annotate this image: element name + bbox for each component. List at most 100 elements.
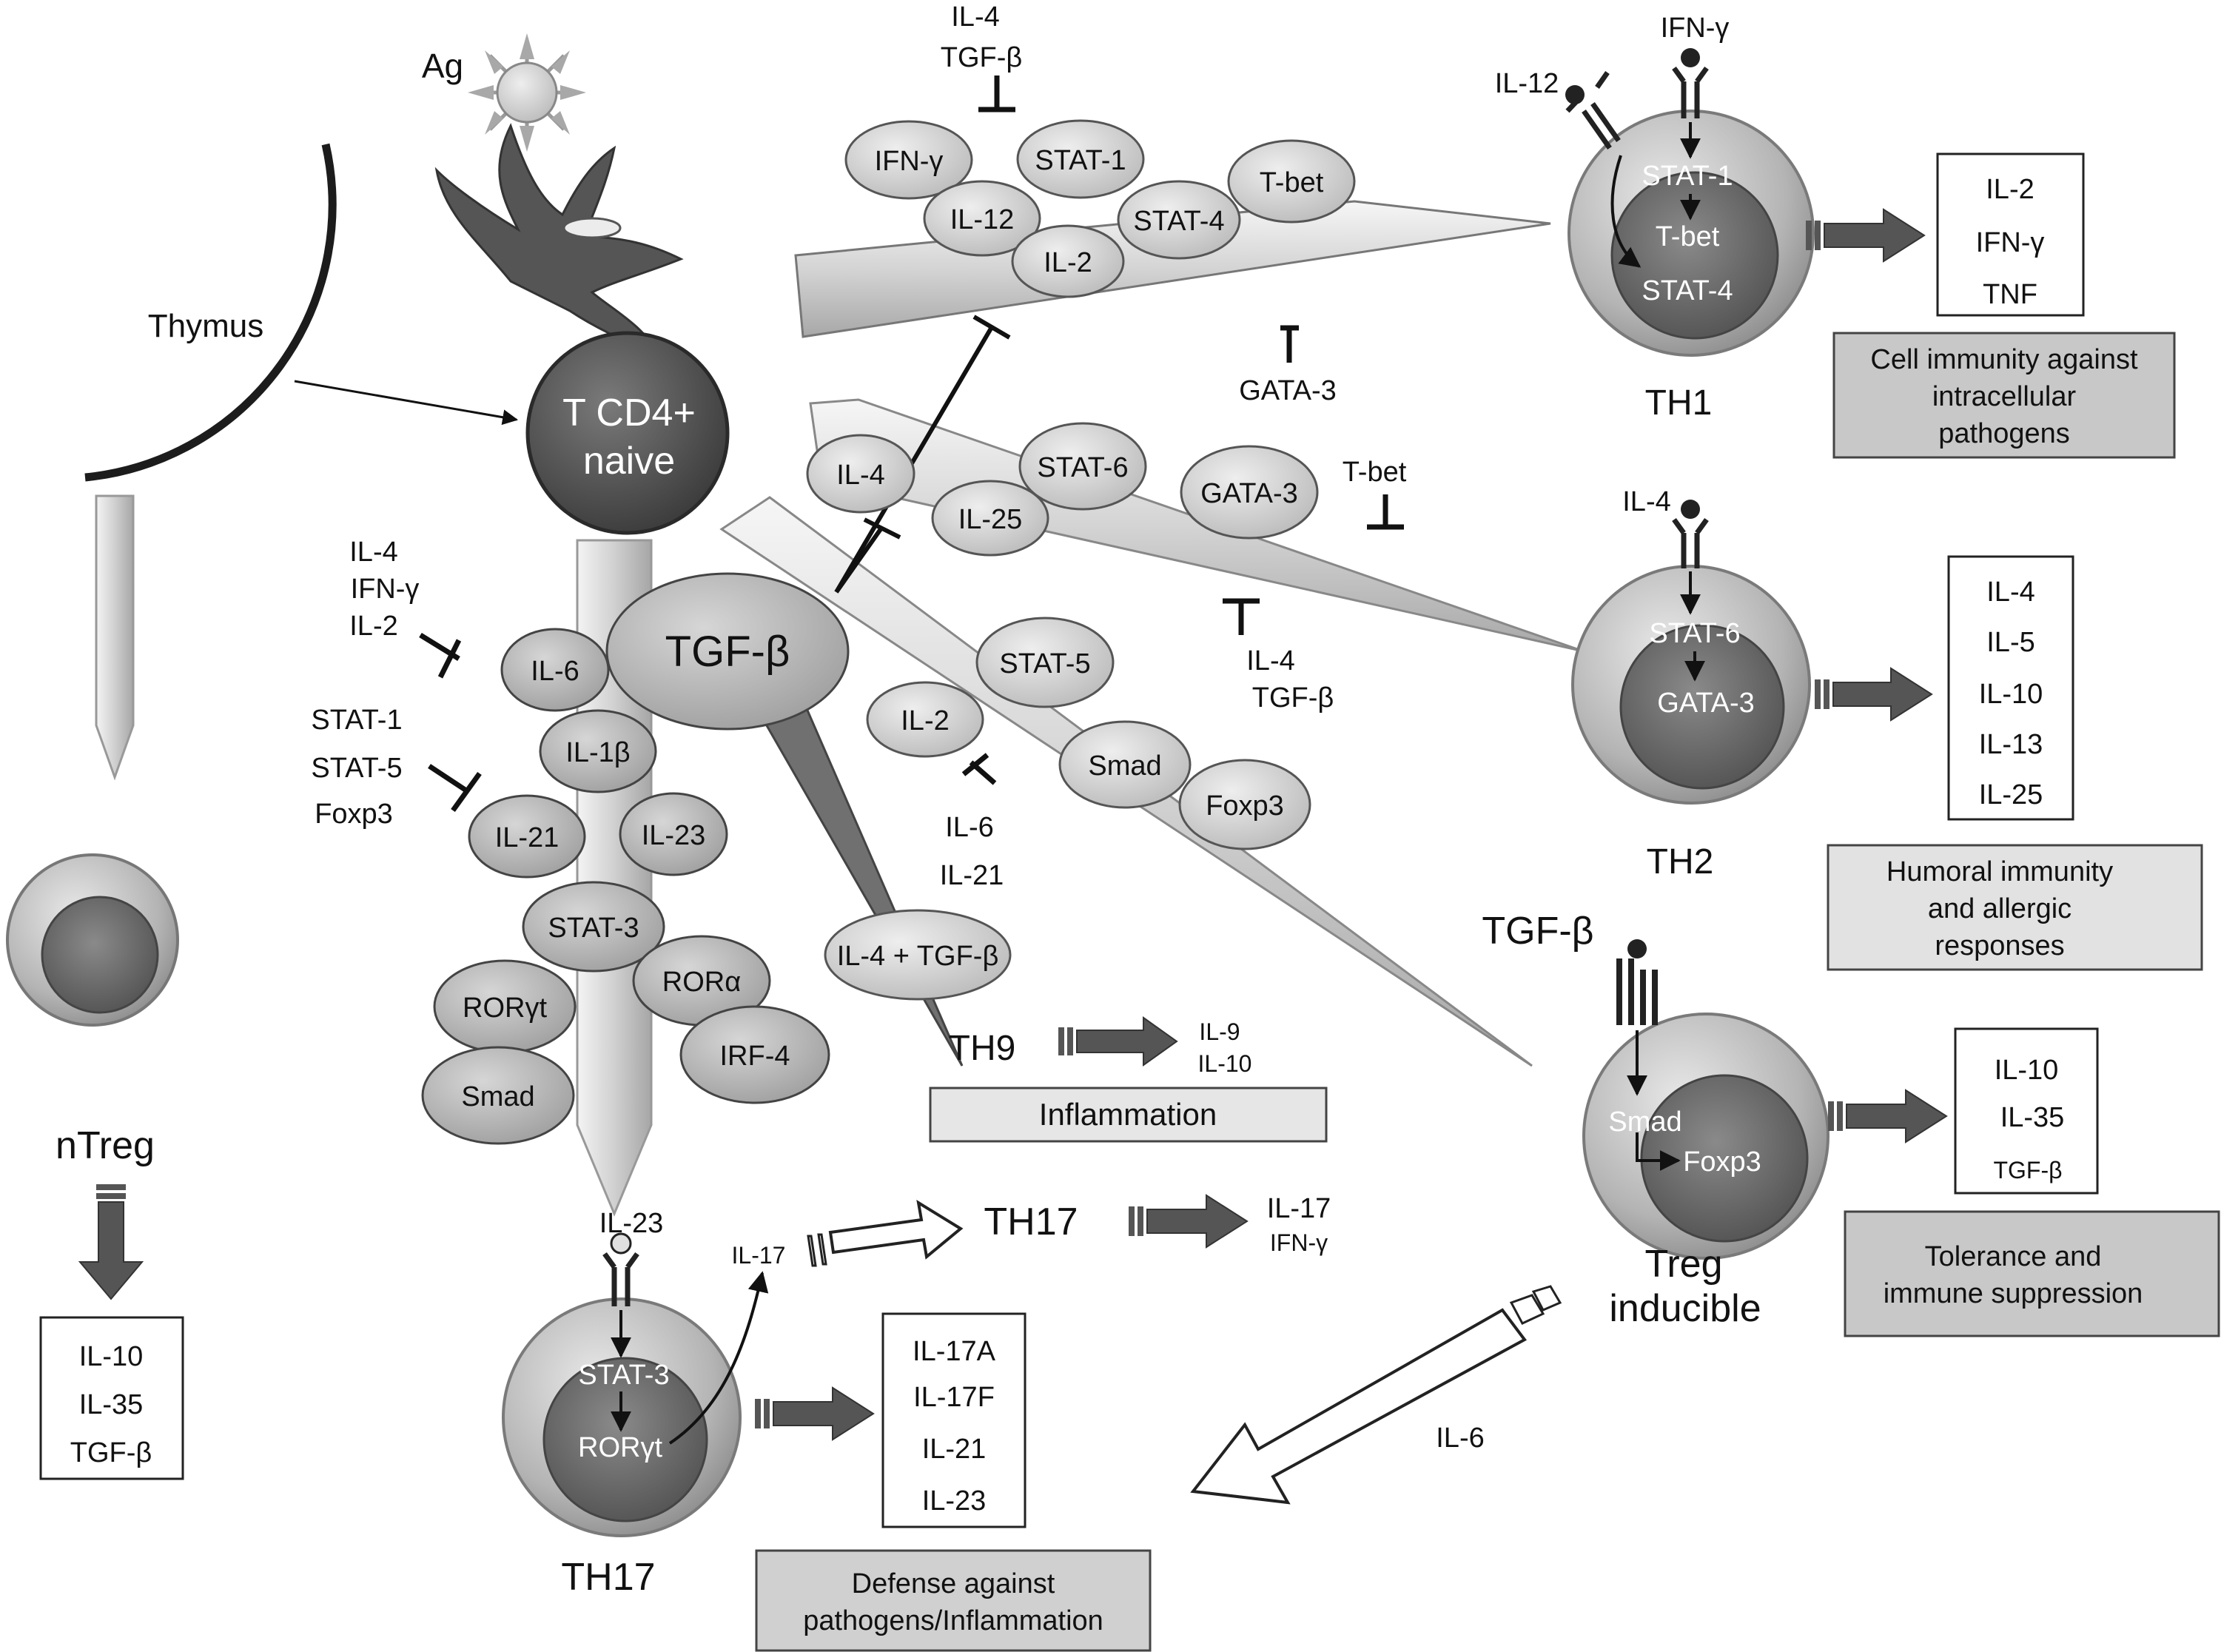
il23-receptor-icon <box>602 1252 639 1306</box>
treg-function-line: Tolerance and <box>1925 1241 2102 1272</box>
th17-product: IL-17A <box>913 1336 996 1367</box>
th2-inner-label: GATA-3 <box>1657 688 1755 719</box>
il6-il21-inhibits-treg <box>961 753 997 785</box>
th2-output-arrow <box>1815 667 1933 722</box>
th17-inhibitor-label: STAT-5 <box>311 753 402 784</box>
th1-function-line: pathogens <box>1938 418 2070 449</box>
th17-mid-product: IL-17 <box>1267 1193 1331 1224</box>
th17-branch-ovals: IL-6 IL-1β IL-21 IL-23 STAT-3 RORγt RORα… <box>421 628 830 1145</box>
th17-label: TH17 <box>561 1556 655 1599</box>
th2-receptor-label: IL-4 <box>1622 486 1670 517</box>
treg-label: inducible <box>1609 1287 1761 1330</box>
th17-oval-label: RORγt <box>463 993 547 1024</box>
th17-oval-label: Smad <box>461 1081 534 1112</box>
ntreg-output-arrow <box>78 1184 144 1300</box>
ntreg-product: IL-35 <box>79 1389 144 1420</box>
th1-inner-label: STAT-4 <box>1642 275 1733 306</box>
th17-mid-label: TH17 <box>984 1201 1078 1243</box>
th17-inner-label: RORγt <box>578 1432 662 1463</box>
tgfb-label: TGF-β <box>665 628 790 676</box>
th9-function-box: Inflammation <box>929 1087 1328 1143</box>
treg-branch-ovals: STAT-5 IL-2 Smad Foxp3 <box>866 617 1311 850</box>
th17-inner-label: STAT-3 <box>578 1360 669 1391</box>
th1-inhibitor-label: IL-4 <box>951 1 999 33</box>
ntreg-product: TGF-β <box>70 1437 152 1468</box>
th2-inhibitor-label: TGF-β <box>1252 682 1334 713</box>
il6-conversion-arrow <box>1190 1285 1562 1505</box>
th17-mid-product: IFN-γ <box>1270 1229 1328 1256</box>
th2-function-line: responses <box>1935 930 2064 961</box>
th17-oval-label: IL-23 <box>642 820 706 851</box>
th1-product: IL-2 <box>1986 174 2034 205</box>
th1-cell <box>1568 110 1815 357</box>
th2-oval-label: STAT-6 <box>1037 452 1128 483</box>
th17-oval-label: RORα <box>662 967 741 998</box>
th17-output-arrow <box>755 1386 875 1441</box>
th1-output-arrow <box>1806 208 1926 263</box>
treg-oval-label: IL-2 <box>901 705 949 736</box>
th1-inner-label: T-bet <box>1656 221 1720 252</box>
th1-oval-label: IFN-γ <box>875 146 944 177</box>
dendritic-cell-icon <box>434 123 684 357</box>
thymus-label: Thymus <box>148 308 263 344</box>
th17-inhibitor-label: IL-2 <box>349 611 397 642</box>
th17-inhibitor-bar-lower <box>428 764 482 813</box>
th2-function-line: and allergic <box>1928 893 2072 924</box>
treg-inhibitor-label: IL-6 <box>945 812 993 843</box>
th17-function-line: pathogens/Inflammation <box>803 1605 1103 1636</box>
th1-function-box: Cell immunity against intracellular path… <box>1832 332 2176 459</box>
treg-inner-label: Smad <box>1608 1107 1681 1138</box>
th1-products-box: IL-2 IFN-γ TNF <box>1936 152 2085 317</box>
tgfb-receptor-icon <box>1616 958 1658 1025</box>
th1-inhibitor-label: TGF-β <box>941 42 1023 73</box>
th2-products-box: IL-4 IL-5 IL-10 IL-13 IL-25 <box>1947 555 2074 821</box>
th1-inner-label: STAT-1 <box>1642 161 1733 192</box>
treg-signal-elbow <box>1636 1132 1681 1171</box>
th2-product: IL-5 <box>1986 627 2034 658</box>
treg-function-line: immune suppression <box>1884 1278 2143 1309</box>
ifng-receptor-icon <box>1672 66 1709 118</box>
tgfb-inhibits-th1 <box>834 315 1011 594</box>
th17-inhibitor-bar-upper <box>419 633 462 679</box>
th2-product: IL-10 <box>1979 679 2043 710</box>
il12-ligand-icon <box>1565 85 1585 104</box>
ntreg-products-box: IL-10 IL-35 TGF-β <box>39 1316 184 1480</box>
th1-product: IFN-γ <box>1976 227 2045 258</box>
th17-product: IL-21 <box>922 1434 987 1465</box>
th2-product: IL-4 <box>1986 577 2034 608</box>
ntreg-product: IL-10 <box>79 1341 144 1372</box>
th1-oval-label: IL-12 <box>950 204 1015 235</box>
treg-inhibitor-label: IL-21 <box>940 860 1004 891</box>
th1-oval-label: STAT-1 <box>1035 145 1126 176</box>
treg-oval-label: Smad <box>1088 751 1161 782</box>
th17-il17-curve <box>668 1271 769 1445</box>
treg-products-box: IL-10 IL-35 TGF-β <box>1954 1027 2099 1195</box>
naive-t-cell <box>525 331 730 535</box>
th1-oval-label: STAT-4 <box>1133 206 1224 237</box>
th2-function-box: Humoral immunity and allergic responses <box>1827 844 2203 971</box>
treg-product: IL-10 <box>1995 1055 2059 1086</box>
treg-product: IL-35 <box>2000 1102 2065 1133</box>
th9-product: IL-9 <box>1199 1018 1240 1045</box>
thymus-to-naive-arrow <box>294 380 519 426</box>
th2-product: IL-13 <box>1979 729 2043 760</box>
tgfb-inhibits-il4 <box>834 517 901 594</box>
th17-product: IL-17F <box>913 1382 995 1413</box>
th17-conversion-arrow <box>807 1199 964 1267</box>
ifng-ligand-icon <box>1681 48 1700 67</box>
thymus-arc <box>84 143 337 482</box>
naive-label: naive <box>583 440 675 483</box>
th2-product: IL-25 <box>1979 779 2043 810</box>
th17-oval-label: IRF-4 <box>720 1041 790 1072</box>
tgfb-ligand-icon <box>1627 939 1647 958</box>
antigen-label: Ag <box>422 47 463 85</box>
th17-oval-label: STAT-3 <box>548 913 639 944</box>
th17-receptor-label: IL-23 <box>599 1208 664 1239</box>
tbet-inhibits-th2 <box>1367 494 1404 530</box>
treg-tgfb-label: TGF-β <box>1482 910 1593 953</box>
naive-label: T CD4+ <box>562 392 696 434</box>
th17-product: IL-23 <box>922 1485 987 1517</box>
th1-function-line: intracellular <box>1932 381 2077 412</box>
tgfb-oval <box>605 572 850 731</box>
